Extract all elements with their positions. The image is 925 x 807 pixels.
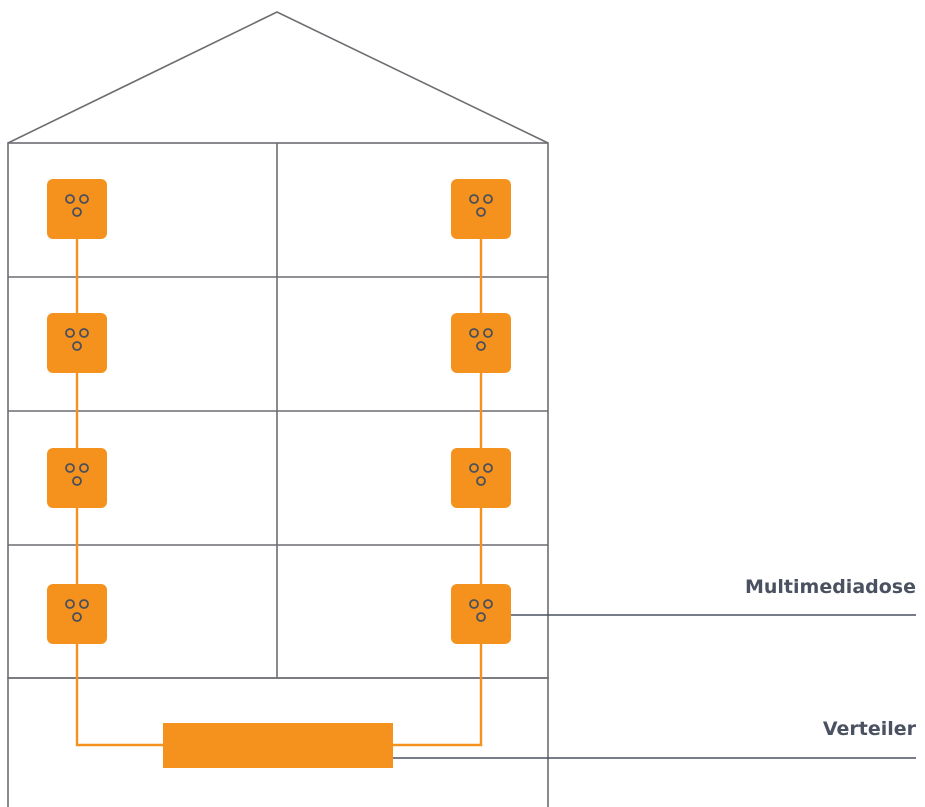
basement-outline — [7, 677, 549, 807]
cable-right-riser — [393, 209, 483, 747]
multimedia-socket — [451, 313, 511, 373]
roof-outline — [7, 11, 549, 144]
multimedia-socket — [47, 313, 107, 373]
multimedia-socket — [47, 448, 107, 508]
multimedia-socket — [451, 448, 511, 508]
multimedia-socket — [47, 584, 107, 644]
distributor-box — [163, 723, 393, 768]
multimedia-socket — [451, 179, 511, 239]
cable-left-riser — [75, 209, 163, 747]
multimedia-socket — [47, 179, 107, 239]
verteiler-label: Verteiler — [823, 718, 917, 740]
multimedia-socket — [451, 584, 511, 644]
multimediadose-label: Multimediadose — [745, 576, 916, 598]
